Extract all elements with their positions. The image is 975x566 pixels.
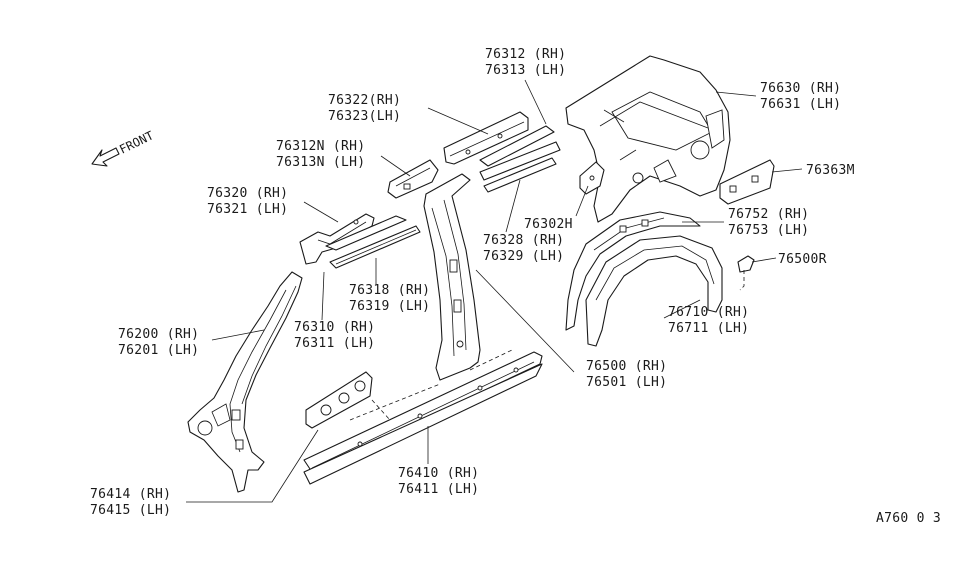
callout-line: 76310 (RH) <box>294 320 375 335</box>
callout-line: 76319 (LH) <box>349 299 430 314</box>
sill-reinforcement-part <box>305 371 373 429</box>
callout-line: 76500R <box>778 252 827 267</box>
rear-small-bracket-part <box>719 159 775 205</box>
callout-76318: 76318 (RH) 76319 (LH) <box>349 283 430 314</box>
callout-76410: 76410 (RH) 76411 (LH) <box>398 466 479 497</box>
assembly-dashed-line <box>739 270 745 291</box>
callout-line: 76414 (RH) <box>90 487 171 502</box>
diagram-code: A760 0 3 <box>876 511 941 526</box>
callout-line: 76410 (RH) <box>398 466 479 481</box>
front-label: FRONT <box>117 128 156 156</box>
callout-line: 76500 (RH) <box>586 359 667 374</box>
callout-line: 76711 (LH) <box>668 321 749 336</box>
rear-quarter-inner-part <box>565 55 731 223</box>
callout-line: 76415 (LH) <box>90 503 171 518</box>
wheelhouse-extension-part <box>565 211 701 331</box>
assembly-dashed-line <box>371 399 391 421</box>
front-direction-arrow: FRONT <box>91 128 156 167</box>
roof-rail-inner-part <box>443 111 529 165</box>
callout-line: 76328 (RH) <box>483 233 564 248</box>
callout-line: 76630 (RH) <box>760 81 841 96</box>
callout-76312: 76312 (RH) 76313 (LH) <box>485 47 566 78</box>
callout-line: 76312N (RH) <box>276 139 365 154</box>
callout-76200: 76200 (RH) 76201 (LH) <box>118 327 199 358</box>
callout-line: 76323(LH) <box>328 109 401 124</box>
callout-line: 76313N (LH) <box>276 155 365 170</box>
callout-76312n: 76312N (RH) 76313N (LH) <box>276 139 365 170</box>
front-pillar-part <box>187 271 303 493</box>
callout-76500: 76500 (RH) 76501 (LH) <box>586 359 667 390</box>
callout-line: 76322(RH) <box>328 93 401 108</box>
callout-line: 76710 (RH) <box>668 305 749 320</box>
callout-line: 76320 (RH) <box>207 186 288 201</box>
leader-lines <box>186 79 803 503</box>
callout-76310: 76310 (RH) 76311 (LH) <box>294 320 375 351</box>
rear-wheelhouse-part <box>585 235 723 347</box>
callout-line: 76201 (LH) <box>118 343 199 358</box>
small-bracket-part <box>387 159 439 199</box>
callout-76630: 76630 (RH) 76631 (LH) <box>760 81 841 112</box>
callout-line: 76501 (LH) <box>586 375 667 390</box>
roof-rail-strip-part <box>325 215 421 269</box>
callout-76363m: 76363M <box>806 163 855 178</box>
callout-line: 76329 (LH) <box>483 249 564 264</box>
callout-76752: 76752 (RH) 76753 (LH) <box>728 207 809 238</box>
callout-line: 76313 (LH) <box>485 63 566 78</box>
callout-76414: 76414 (RH) 76415 (LH) <box>90 487 171 518</box>
center-pillar-part <box>423 173 481 381</box>
callout-76302h: 76302H <box>524 217 573 232</box>
callout-76710: 76710 (RH) 76711 (LH) <box>668 305 749 336</box>
callout-76328: 76328 (RH) 76329 (LH) <box>483 233 564 264</box>
callout-line: 76302H <box>524 217 573 232</box>
callout-line: 76752 (RH) <box>728 207 809 222</box>
callout-line: 76200 (RH) <box>118 327 199 342</box>
callout-line: 76312 (RH) <box>485 47 566 62</box>
callout-line: 76753 (LH) <box>728 223 809 238</box>
callout-line: 76631 (LH) <box>760 97 841 112</box>
callout-line: 76321 (LH) <box>207 202 288 217</box>
callout-76500r: 76500R <box>778 252 827 267</box>
gusset-part <box>579 161 605 195</box>
callout-line: 76411 (LH) <box>398 482 479 497</box>
callout-line: 76311 (LH) <box>294 336 375 351</box>
callout-line: 76363M <box>806 163 855 178</box>
roof-rail-outer-part <box>479 125 561 193</box>
callout-line: 76318 (RH) <box>349 283 430 298</box>
callout-76322: 76322(RH) 76323(LH) <box>328 93 401 124</box>
clip-part <box>737 255 755 273</box>
callout-76320: 76320 (RH) 76321 (LH) <box>207 186 288 217</box>
sill-panel-part <box>303 349 543 485</box>
